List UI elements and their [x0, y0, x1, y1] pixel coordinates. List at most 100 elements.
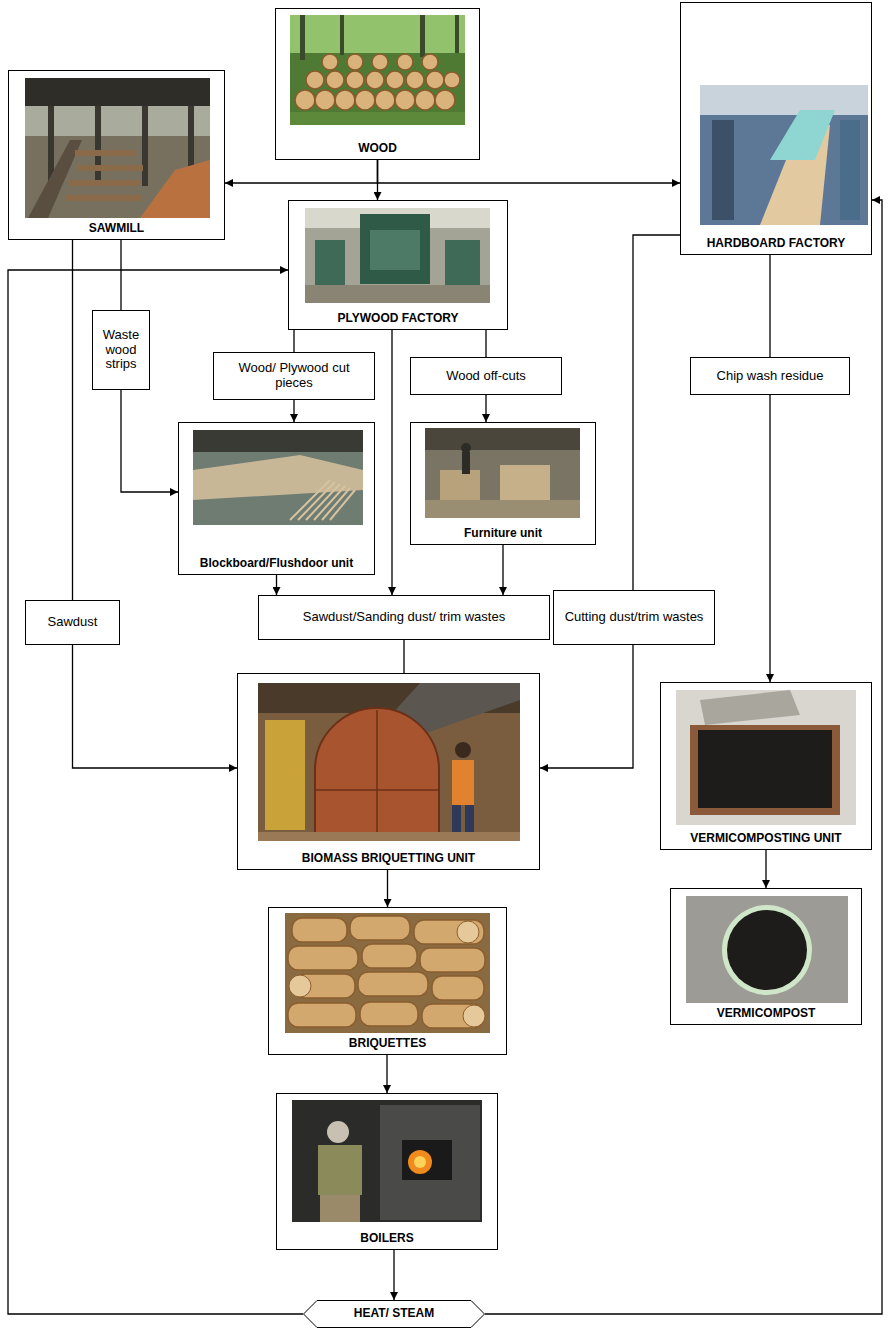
photo-detail	[700, 85, 868, 225]
unit-label: BIOMASS BRIQUETTING UNIT	[302, 852, 475, 866]
photo-detail	[414, 1156, 426, 1168]
photo-detail	[397, 54, 413, 70]
box-label: Cutting dust/trim wastes	[565, 610, 704, 625]
photo-detail	[455, 15, 459, 53]
material-box: Cutting dust/trim wastes	[553, 590, 715, 645]
wood-photo	[290, 15, 465, 125]
flow-line	[633, 235, 680, 590]
photo-detail	[285, 913, 490, 1033]
unit-label: WOOD	[358, 142, 397, 156]
photo-detail	[25, 78, 210, 106]
flow-arrow	[502, 545, 503, 595]
photo-detail	[25, 78, 210, 218]
photo-detail	[193, 430, 363, 452]
unit-label: VERMICOMPOSTING UNIT	[690, 832, 841, 846]
photo-detail	[300, 15, 305, 60]
photo-detail	[461, 443, 471, 453]
unit-label: SAWMILL	[89, 222, 144, 236]
photo-detail	[463, 1005, 485, 1027]
photo-detail	[676, 690, 856, 825]
photo-detail	[265, 720, 305, 830]
flow-arrow	[765, 850, 766, 888]
photo-detail	[315, 710, 439, 840]
unit-label: BRIQUETTES	[349, 1037, 426, 1051]
photo-detail	[327, 1121, 349, 1143]
photo-detail	[258, 683, 520, 841]
flow-arrow	[387, 870, 388, 907]
material-box: Wood off-cuts	[410, 357, 562, 395]
hexagon-shape	[304, 1301, 485, 1328]
photo-detail	[140, 160, 210, 218]
vermicomposting-photo	[676, 690, 856, 825]
unit-label: Furniture unit	[464, 527, 542, 541]
photo-detail	[372, 54, 388, 70]
photo-detail	[289, 975, 311, 997]
unit-box: SAWMILL	[8, 70, 225, 240]
photo-detail	[305, 285, 490, 303]
photo-detail	[290, 112, 465, 125]
briquetting-photo	[258, 683, 520, 841]
photo-detail	[315, 240, 345, 285]
photo-detail	[727, 910, 807, 990]
vermicompost-photo	[686, 896, 848, 1003]
photo-detail	[290, 480, 355, 520]
furniture-photo	[425, 428, 580, 518]
photo-detail	[193, 430, 363, 525]
flow-arrow	[293, 400, 294, 422]
photo-detail	[70, 180, 140, 186]
photo-detail	[288, 946, 358, 970]
unit-label: PLYWOOD FACTORY	[338, 312, 459, 326]
photo-detail	[435, 90, 455, 110]
photo-detail	[366, 71, 384, 89]
photo-detail	[78, 165, 143, 171]
flow-arrow	[769, 395, 770, 682]
product-box: BRIQUETTES	[268, 907, 507, 1055]
photo-detail	[455, 742, 471, 758]
box-label: Wood/ Plywood cut pieces	[218, 361, 370, 391]
unit-box: PLYWOOD FACTORY	[288, 200, 508, 330]
blockboard-photo	[193, 430, 363, 525]
photo-detail	[295, 54, 460, 110]
photo-detail	[315, 708, 439, 840]
photo-detail	[420, 948, 485, 972]
photo-detail	[315, 90, 335, 110]
photo-detail	[770, 110, 835, 160]
box-label: HEAT/ STEAM	[354, 1307, 434, 1321]
photo-detail	[700, 85, 868, 115]
flow-line	[485, 330, 486, 357]
photo-detail	[402, 1140, 452, 1180]
photo-detail	[326, 71, 344, 89]
photo-detail	[347, 54, 363, 70]
photo-detail	[318, 1145, 362, 1195]
flow-arrow	[276, 575, 277, 595]
photo-detail	[306, 71, 324, 89]
product-box: VERMICOMPOST	[670, 888, 862, 1025]
photo-detail	[315, 789, 439, 791]
unit-label: VERMICOMPOST	[717, 1007, 816, 1021]
photo-detail	[295, 90, 315, 110]
photo-detail	[28, 140, 82, 218]
photo-detail	[355, 90, 375, 110]
photo-detail	[840, 120, 860, 220]
material-box: Wood/ Plywood cut pieces	[213, 352, 375, 400]
photo-detail	[432, 976, 484, 1000]
photo-detail	[66, 150, 143, 201]
photo-detail	[376, 710, 378, 840]
unit-label: Blockboard/Flushdoor unit	[200, 557, 353, 571]
photo-detail	[700, 690, 800, 725]
photo-detail	[444, 72, 460, 88]
photo-detail	[426, 71, 444, 89]
output-hexagon: HEAT/ STEAM	[303, 1300, 485, 1328]
photo-detail	[305, 208, 490, 303]
photo-detail	[462, 452, 470, 474]
photo-detail	[298, 482, 335, 520]
material-box: Sawdust	[25, 600, 120, 645]
photo-detail	[686, 896, 848, 1003]
photo-detail	[322, 488, 350, 520]
photo-detail	[415, 90, 435, 110]
photo-detail	[360, 1002, 418, 1026]
flow-line	[403, 640, 404, 673]
unit-box: Blockboard/Flushdoor unit	[178, 422, 375, 575]
unit-box: VERMICOMPOSTING UNIT	[660, 682, 872, 850]
